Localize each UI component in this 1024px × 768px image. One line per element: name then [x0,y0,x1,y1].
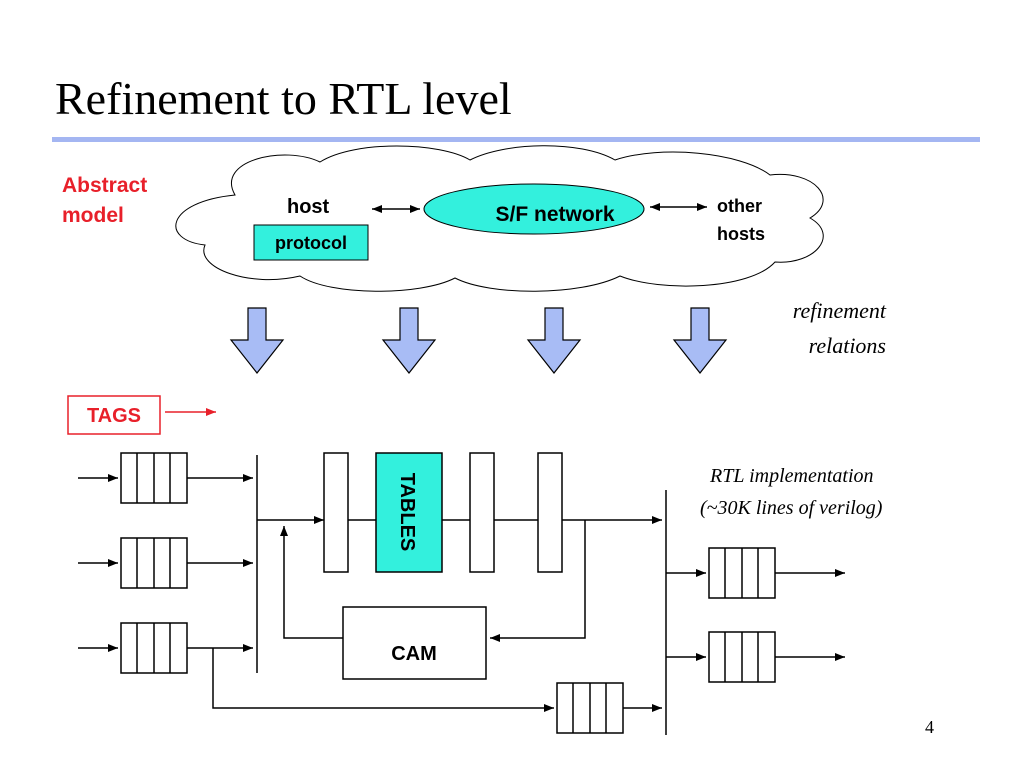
host-label: host [287,196,330,218]
pipeline-register-3 [537,452,563,573]
pipeline-register-2 [469,452,495,573]
page-number: 4 [925,717,934,737]
tags-label: TAGS [87,405,141,427]
abstract-model-label-line1: Abstract [62,174,147,197]
refinement-arrow-3 [526,307,582,374]
input-queue-3 [120,622,188,674]
output-queues [708,547,776,683]
refinement-label-line1: refinement [793,298,887,323]
tables-box [375,452,443,573]
cam-label: CAM [391,643,437,665]
protocol-box [253,224,369,261]
refinement-arrow-4 [672,307,728,374]
bottom-queue [556,682,624,734]
input-queue-1 [120,452,188,504]
sf-network-label: S/F network [495,203,614,226]
tables-label: TABLES [396,473,418,552]
refinement-arrow-2 [381,307,437,374]
tags-box [67,395,161,435]
output-queue-2 [708,631,776,683]
output-queue-1 [708,547,776,599]
refinement-arrow-1 [229,307,285,374]
cam-box [342,606,487,680]
refinement-arrows [229,307,728,374]
sf-network-ellipse [423,183,645,235]
rtl-wiring [187,455,845,735]
title-rule [52,137,980,142]
refinement-label-line2: relations [809,333,886,358]
rtl-label-line1: RTL implementation [709,465,874,487]
input-queue-2 [120,537,188,589]
slide-title: Refinement to RTL level [55,73,512,124]
pipeline-registers [323,452,563,573]
rtl-label-line2: (~30K lines of verilog) [700,497,883,519]
abstract-model-label-line2: model [62,204,124,227]
other-hosts-line1: other [717,196,762,216]
protocol-label: protocol [275,233,347,253]
pipeline-register-1 [323,452,349,573]
input-queues [78,452,188,674]
other-hosts-line2: hosts [717,224,765,244]
